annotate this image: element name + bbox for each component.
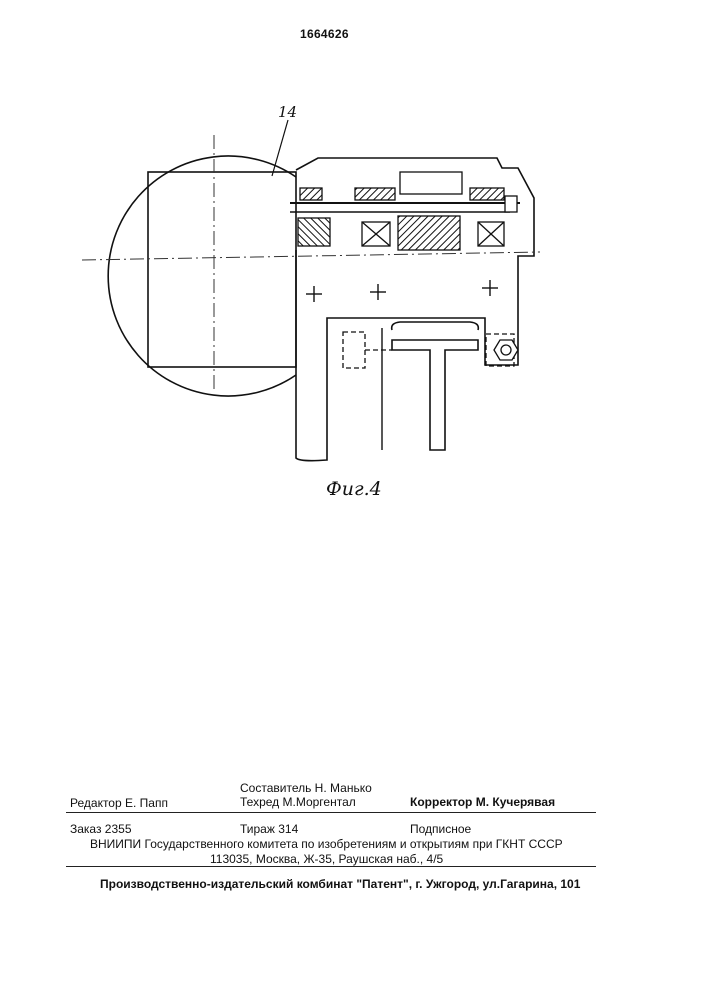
bearing-block-a (300, 188, 322, 200)
shaft-nut (505, 196, 517, 212)
clamp-nut (494, 340, 518, 360)
subscription-label: Подписное (410, 822, 471, 836)
circulation: Тираж 314 (240, 822, 298, 836)
bearing-block-b (355, 188, 395, 200)
reference-label-14: 14 (278, 103, 297, 121)
reel-circle-arc (108, 156, 296, 396)
technical-drawing (0, 0, 707, 520)
address-line: 113035, Москва, Ж-35, Раушская наб., 4/5 (210, 852, 443, 866)
t-rail-profile (392, 340, 478, 450)
slot-top-curve (392, 322, 479, 330)
horizontal-centerline (82, 252, 540, 260)
clamp-left-dashed (343, 332, 365, 368)
gearbox-cap (400, 172, 462, 194)
publisher-line: Производственно-издательский комбинат "П… (100, 877, 580, 891)
institute-line: ВНИИПИ Государственного комитета по изоб… (90, 837, 563, 851)
proofreader-line: Корректор М. Кучерявая (410, 795, 555, 809)
figure-caption: Фиг.4 (326, 478, 382, 500)
compiler-line: Составитель Н. Манько (240, 781, 372, 795)
gear-left (298, 218, 330, 246)
order-number: Заказ 2355 (70, 822, 132, 836)
editor-line: Редактор Е. Папп (70, 796, 168, 810)
divider-top (66, 812, 596, 813)
tech-editor-line: Техред М.Моргентал (240, 795, 356, 809)
central-gear (398, 216, 460, 250)
drum-rectangle (148, 172, 296, 367)
divider-bottom (66, 866, 596, 867)
bearing-block-c (470, 188, 504, 200)
